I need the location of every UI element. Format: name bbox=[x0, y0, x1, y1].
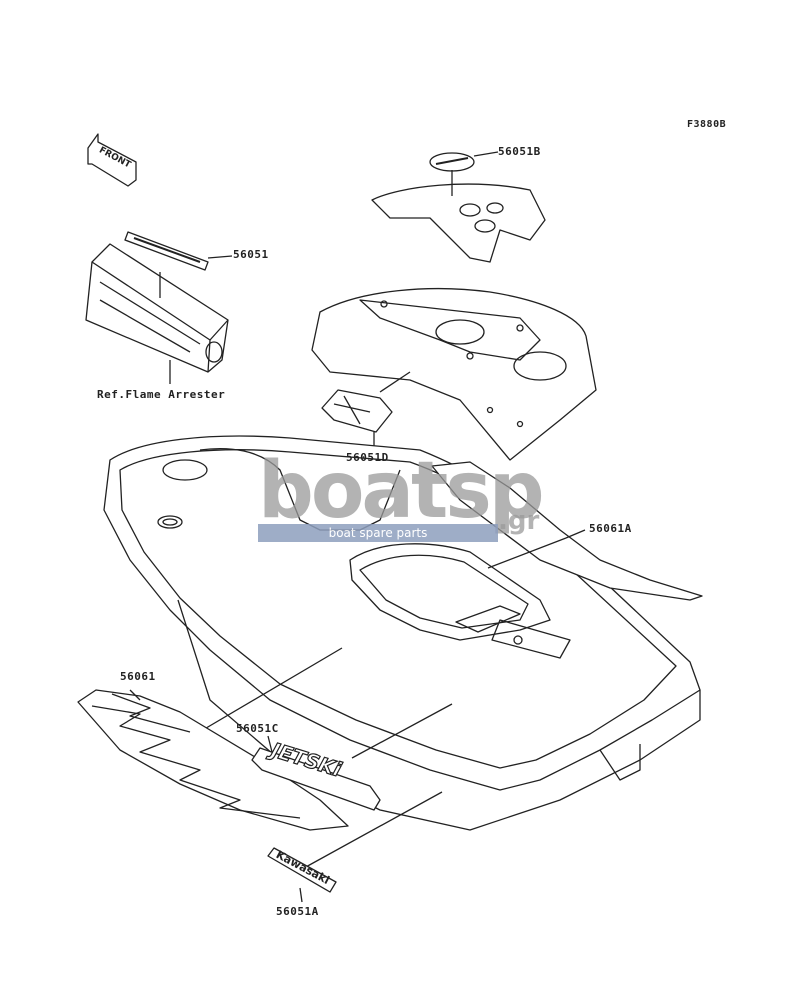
label-56061A: 56061A bbox=[589, 522, 632, 535]
label-56051: 56051 bbox=[233, 248, 269, 261]
label-56051C: 56051C bbox=[236, 722, 279, 735]
flame-arrester bbox=[85, 243, 229, 384]
watermark-brand: boatsp bbox=[258, 446, 545, 536]
label-56051D: 56051D bbox=[346, 451, 389, 464]
decal-56051 bbox=[124, 231, 233, 271]
kawasaki-decal-text: Kawasaki bbox=[274, 848, 332, 887]
watermark-suffix: .gr bbox=[498, 506, 540, 536]
front-cowl bbox=[311, 287, 597, 461]
decal-56061 bbox=[77, 689, 349, 831]
figure-code: F3880B bbox=[687, 119, 727, 130]
label-56051A: 56051A bbox=[276, 905, 319, 918]
decal-56051C bbox=[251, 735, 381, 811]
front-arrow-icon: FRONT bbox=[87, 133, 137, 187]
label-56051B: 56051B bbox=[498, 145, 541, 158]
decal-56051D bbox=[321, 389, 393, 450]
label-ref-flame-arrester: Ref.Flame Arrester bbox=[97, 388, 226, 401]
decal-56061A bbox=[431, 461, 703, 601]
dash-panel bbox=[371, 170, 546, 263]
label-56061: 56061 bbox=[120, 670, 156, 683]
watermark-tagline: boat spare parts bbox=[258, 524, 498, 542]
decal-56051A bbox=[267, 847, 337, 903]
decal-56051B bbox=[429, 151, 499, 172]
